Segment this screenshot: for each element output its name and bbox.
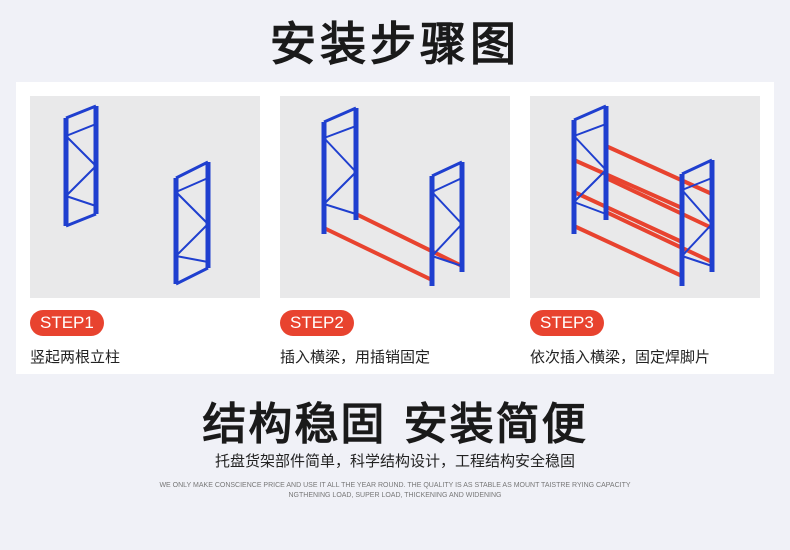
steps-panel: STEP1 竖起两根立柱 <box>16 82 774 374</box>
upright-frame-right <box>173 160 211 286</box>
fine-print-line-1: WE ONLY MAKE CONSCIENCE PRICE AND USE IT… <box>159 482 631 489</box>
step-2: STEP2 插入横梁，用插销固定 <box>280 96 510 367</box>
upright-frame-left <box>571 104 609 234</box>
step-3-illustration <box>530 96 760 298</box>
step-1-description: 竖起两根立柱 <box>30 348 121 366</box>
upright-frame-left <box>321 106 359 234</box>
step-3-badge: STEP3 <box>530 310 604 336</box>
step-1: STEP1 竖起两根立柱 <box>30 96 260 367</box>
subtitle: 托盘货架部件简单，科学结构设计，工程结构安全稳固 <box>214 452 575 470</box>
step-2-illustration <box>280 96 510 298</box>
step-1-illustration <box>30 96 260 298</box>
step-2-badge: STEP2 <box>280 310 354 336</box>
page-title: 安装步骤图 <box>270 17 520 71</box>
beams <box>323 212 463 282</box>
step-1-badge: STEP1 <box>30 310 104 336</box>
step-3-description: 依次插入横梁，固定焊脚片 <box>530 348 711 366</box>
upright-frame-left <box>63 104 99 228</box>
beams <box>573 144 713 278</box>
headline: 结构稳固 安装简便 <box>202 399 588 450</box>
step-2-description: 插入横梁，用插销固定 <box>280 348 431 366</box>
upright-frame-right <box>679 158 715 286</box>
upright-frame-right <box>429 160 465 286</box>
fine-print-line-2: NGTHENING LOAD, SUPER LOAD, THICKENING A… <box>288 492 502 499</box>
step-3: STEP3 依次插入横梁，固定焊脚片 <box>530 96 760 367</box>
